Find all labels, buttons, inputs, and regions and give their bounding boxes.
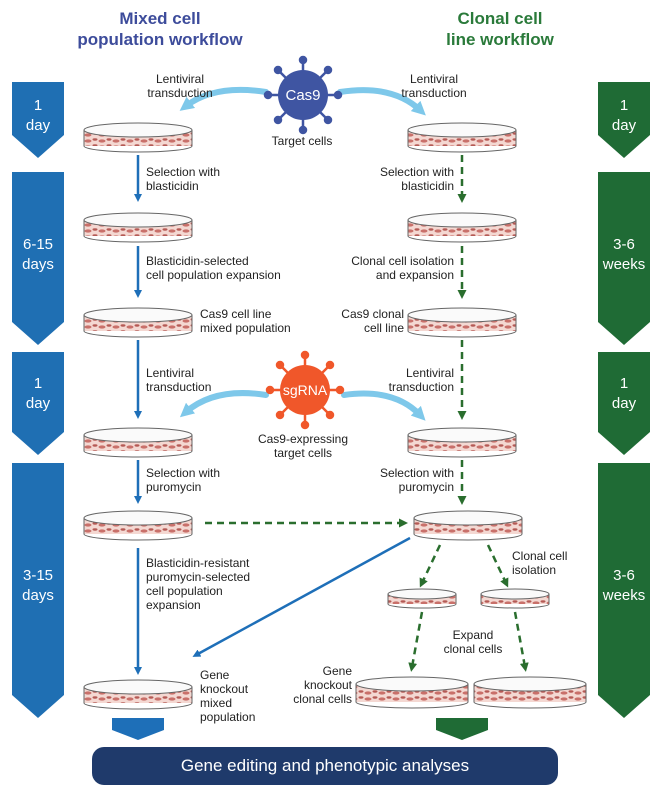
cas9-arrow-right — [337, 87, 426, 116]
dish-clonal-5 — [413, 510, 523, 541]
lentiviral-transduction-left-1: Lentiviral transduction — [147, 72, 213, 100]
clonal-isolation-expansion-label: Clonal cell isolation and expansion — [351, 254, 454, 282]
dish-clonal-small-1 — [387, 588, 457, 609]
petri-dishes — [83, 122, 587, 710]
sgrna-text: sgRNA — [283, 382, 328, 398]
left-band-3 — [12, 352, 64, 455]
dish-clonal-3 — [407, 307, 517, 338]
selection-puromycin-left: Selection with puromycin — [146, 466, 221, 494]
cas9-mixed-label: Cas9 cell line mixed population — [200, 307, 291, 335]
left-timeline — [12, 82, 64, 718]
left-duration-2: 6-15 days — [22, 236, 54, 273]
transduction-arrows — [179, 86, 426, 421]
dish-clonal-4 — [407, 427, 517, 458]
dish-clonal-2 — [407, 212, 517, 243]
right-duration-4: 3-6 weeks — [602, 567, 646, 604]
dish-mixed-2 — [83, 212, 193, 243]
sgrna-arrow-right — [341, 390, 426, 421]
dish-mixed-3 — [83, 307, 193, 338]
expand-clonal-label: Expand clonal cells — [443, 628, 503, 656]
left-duration-4: 3-15 days — [22, 567, 54, 604]
selection-puromycin-right: Selection with puromycin — [379, 466, 454, 494]
dish-clonal-1 — [407, 122, 517, 153]
right-timeline — [598, 82, 650, 718]
right-duration-1: 1 day — [611, 97, 637, 134]
dish-clonal-final-2 — [473, 676, 587, 709]
left-duration-3: 1 day — [25, 375, 51, 412]
dish-mixed-5 — [83, 510, 193, 541]
right-band-3 — [598, 352, 650, 455]
right-duration-2: 3-6 weeks — [602, 236, 646, 273]
clonal-isolation-label: Clonal cell isolation — [512, 549, 568, 577]
right-band-1 — [598, 82, 650, 158]
cas9-virus-icon: Cas9 — [263, 55, 343, 135]
clonal-workflow-title: Clonal cell line workflow — [446, 9, 554, 49]
cas9-clonal-label: Cas9 clonal cell line — [341, 307, 404, 335]
right-duration-3: 1 day — [611, 375, 637, 412]
lentiviral-transduction-left-2: Lentiviral transduction — [146, 366, 212, 394]
dish-clonal-final-1 — [355, 676, 469, 709]
selection-blasticidin-left: Selection with blasticidin — [146, 165, 221, 193]
left-band-2 — [12, 172, 64, 345]
banner-arrows — [112, 718, 488, 740]
blasticidin-expansion-label: Blasticidin-selected cell population exp… — [146, 254, 281, 282]
dish-mixed-4 — [83, 427, 193, 458]
target-cells-label: Target cells — [271, 134, 333, 148]
lentiviral-transduction-right-2: Lentiviral transduction — [388, 366, 454, 394]
cas9-text: Cas9 — [285, 87, 320, 104]
gene-knockout-clonal-label: Gene knockout clonal cells — [293, 664, 352, 706]
mixed-workflow-title: Mixed cell population workflow — [77, 9, 243, 49]
cas9-expressing-label: Cas9-expressing target cells — [257, 432, 349, 460]
mixed-arrows — [134, 155, 411, 675]
selection-blasticidin-right: Selection with blasticidin — [379, 165, 454, 193]
analysis-banner: Gene editing and phenotypic analyses — [92, 747, 558, 785]
dish-mixed-1 — [83, 122, 193, 153]
cas9-arrow-left — [179, 86, 269, 111]
right-band-2 — [598, 172, 650, 345]
sgrna-virus-icon: sgRNA — [265, 350, 345, 430]
right-band-4 — [598, 463, 650, 718]
blasticidin-resistant-label: Blasticidin-resistant puromycin-selected… — [146, 556, 251, 612]
dish-clonal-small-2 — [480, 588, 550, 609]
lentiviral-transduction-right-1: Lentiviral transduction — [401, 72, 467, 100]
clonal-arrows — [205, 155, 529, 672]
dish-mixed-final — [83, 679, 193, 710]
left-band-1 — [12, 82, 64, 158]
gene-knockout-mixed-label: Gene knockout mixed population — [200, 668, 256, 724]
left-duration-1: 1 day — [25, 97, 51, 134]
sgrna-arrow-left — [179, 390, 269, 418]
left-band-4 — [12, 463, 64, 718]
